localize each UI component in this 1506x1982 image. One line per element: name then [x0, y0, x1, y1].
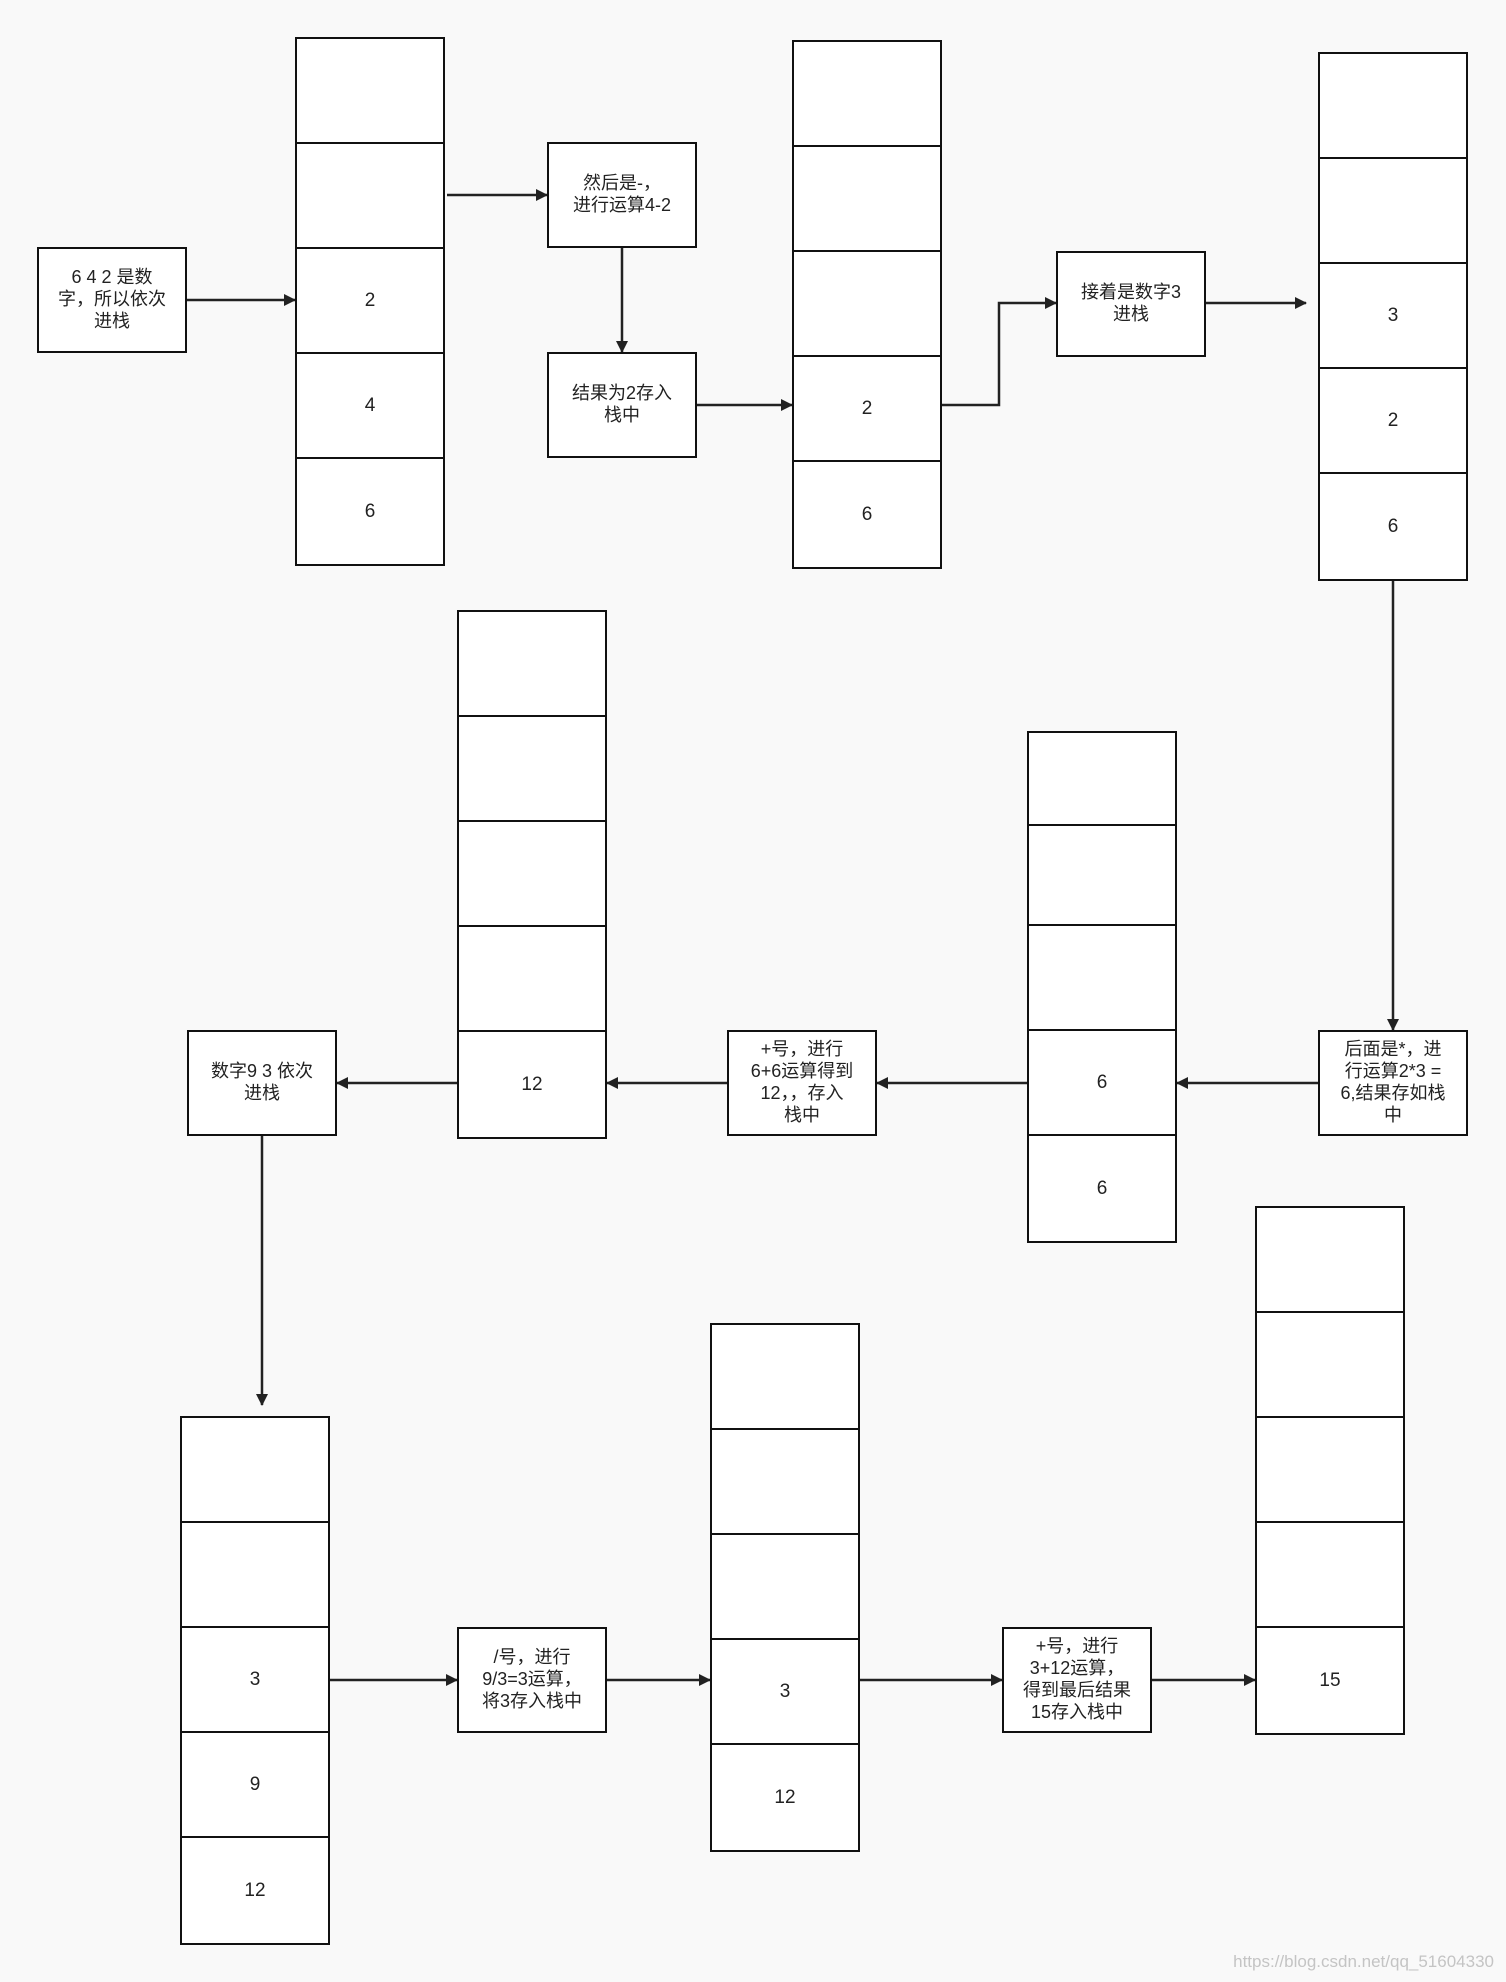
stack-cell — [794, 147, 940, 252]
stack-cell: 2 — [794, 357, 940, 462]
stack-cell: 12 — [521, 1073, 543, 1095]
stack-cell — [1320, 54, 1466, 159]
stack-cell — [794, 252, 940, 357]
stack-after-add: 12 — [457, 610, 607, 1139]
stack-cell: 6 — [1096, 1177, 1108, 1199]
stack-cell — [712, 1325, 858, 1430]
stack-cell — [459, 717, 605, 822]
stack-cell: 15 — [1319, 1669, 1341, 1691]
stack-after-push-9-3: 3 9 12 — [180, 1416, 330, 1945]
note-push-9-3: 数字9 3 依次 进栈 — [187, 1030, 337, 1136]
stack-after-divide: 3 12 — [710, 1323, 860, 1852]
stack-cell: 2 — [1320, 369, 1466, 474]
stack-cell — [459, 612, 605, 717]
note-push-3: 接着是数字3 进栈 — [1056, 251, 1206, 357]
stack-cell — [1029, 733, 1175, 826]
stack-cell — [1029, 926, 1175, 1031]
stack-cell: 3 — [1320, 264, 1466, 369]
stack-cell: 3 — [712, 1640, 858, 1745]
stack-cell: 12 — [774, 1786, 796, 1808]
stack-cell — [712, 1535, 858, 1640]
stack-cell: 6 — [1029, 1031, 1175, 1136]
stack-cell: 4 — [297, 354, 443, 459]
stack-cell — [1320, 159, 1466, 264]
stack-cell — [1257, 1523, 1403, 1628]
stack-cell — [1257, 1313, 1403, 1418]
stack-after-push-3: 3 2 6 — [1318, 52, 1468, 581]
stack-after-multiply: 6 6 — [1027, 731, 1177, 1243]
stack-cell — [1257, 1208, 1403, 1313]
stack-cell — [1029, 826, 1175, 926]
stack-cell — [182, 1418, 328, 1523]
stack-cell: 2 — [297, 249, 443, 354]
stack-cell — [459, 927, 605, 1032]
stack-cell — [182, 1523, 328, 1628]
note-subtract: 然后是-， 进行运算4-2 — [547, 142, 697, 248]
stack-cell: 3 — [182, 1628, 328, 1733]
note-add: +号，进行 6+6运算得到 12，，存入 栈中 — [727, 1030, 877, 1136]
stack-cell: 6 — [861, 503, 873, 525]
watermark: https://blog.csdn.net/qq_51604330 — [1233, 1952, 1494, 1971]
note-push-result-2: 结果为2存入 栈中 — [547, 352, 697, 458]
stack-after-subtract: 2 6 — [792, 40, 942, 569]
note-divide: /号，进行 9/3=3运算， 将3存入栈中 — [457, 1627, 607, 1733]
stack-cell — [297, 39, 443, 144]
stack-cell: 9 — [182, 1733, 328, 1838]
stack-cell: 6 — [364, 500, 376, 522]
note-push-6-4-2: 6 4 2 是数 字，所以依次 进栈 — [37, 247, 187, 353]
stack-final: 15 — [1255, 1206, 1405, 1735]
stack-cell — [1257, 1418, 1403, 1523]
stack-cell — [297, 144, 443, 249]
stack-cell — [459, 822, 605, 927]
stack-initial: 2 4 6 — [295, 37, 445, 566]
stack-cell: 12 — [244, 1879, 266, 1901]
stack-cell — [794, 42, 940, 147]
connector-arrow — [942, 297, 1057, 407]
note-multiply: 后面是*，进 行运算2*3 = 6,结果存如栈 中 — [1318, 1030, 1468, 1136]
note-final-add: +号，进行 3+12运算， 得到最后结果 15存入栈中 — [1002, 1627, 1152, 1733]
stack-cell — [712, 1430, 858, 1535]
stack-cell: 6 — [1387, 515, 1399, 537]
